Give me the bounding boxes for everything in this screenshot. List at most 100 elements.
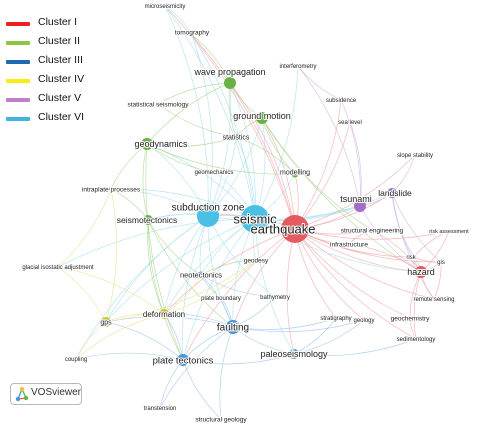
link-faulting-stratigraphy — [232, 317, 337, 330]
node-geology[interactable] — [362, 318, 366, 322]
link-earthquake-faulting — [232, 228, 296, 328]
link-earthquake-paleoseismology — [286, 228, 296, 355]
link-gps-intraplate — [105, 188, 118, 323]
link-geodynamics-statistics — [146, 136, 237, 147]
label-microseismicity: microseismicity — [145, 4, 186, 10]
link-seismic-deformation — [163, 218, 256, 315]
link-geodynamics-platetectonics — [145, 143, 184, 361]
node-infrastructure[interactable] — [347, 242, 351, 246]
node-neotectonics[interactable] — [197, 271, 205, 279]
label-seismotectonics: seismotectonics — [117, 215, 177, 225]
label-statseis: statistical seismology — [127, 101, 189, 108]
node-glacial[interactable] — [56, 265, 60, 269]
node-geodesy[interactable] — [254, 258, 258, 262]
node-seismic[interactable] — [241, 205, 269, 233]
label-gps: gps — [100, 319, 112, 326]
link-platetectonics-structgeology — [182, 359, 222, 420]
node-interferometry[interactable] — [296, 64, 300, 68]
node-landslide[interactable] — [387, 188, 397, 198]
legend-label: Cluster VI — [38, 111, 85, 123]
node-subsidence[interactable] — [339, 98, 343, 102]
node-hazard[interactable] — [415, 266, 427, 278]
node-earthquake[interactable] — [281, 215, 309, 243]
node-faulting[interactable] — [226, 320, 240, 334]
node-risk[interactable] — [412, 255, 416, 259]
link-gps-glacial — [57, 266, 107, 323]
node-structeng[interactable] — [370, 228, 374, 232]
label-faulting: faulting — [217, 323, 249, 334]
link-wave-geodynamics — [146, 82, 231, 145]
label-subduction: subduction zone — [172, 203, 245, 214]
node-platetectonics[interactable] — [177, 354, 189, 366]
legend-label: Cluster V — [38, 92, 82, 104]
label-slope: slope stability — [397, 153, 433, 159]
node-paleoseismology[interactable] — [289, 349, 299, 359]
node-bathymetry[interactable] — [273, 295, 277, 299]
link-earthquake-remote — [294, 228, 435, 300]
node-statseis[interactable] — [156, 102, 160, 106]
node-sedimentology[interactable] — [414, 337, 418, 341]
label-deformation: deformation — [143, 310, 185, 319]
node-seismotectonics[interactable] — [143, 215, 153, 225]
node-intraplate[interactable] — [109, 187, 113, 191]
label-riskassess: risk assessment — [429, 229, 469, 235]
link-earthquake-subsidence — [294, 99, 342, 230]
link-deformation-glacial — [57, 266, 165, 315]
node-tsunami[interactable] — [354, 200, 366, 212]
link-deformation-gps — [105, 313, 165, 323]
link-tomography-microseismicity — [164, 5, 193, 36]
node-subduction[interactable] — [197, 205, 219, 227]
node-deformation[interactable] — [159, 309, 169, 319]
label-seismic: seismic — [233, 212, 277, 227]
label-transtension: transtension — [144, 406, 177, 412]
node-wave[interactable] — [224, 77, 236, 89]
node-stratigraphy[interactable] — [334, 316, 338, 320]
link-subduction-microseismicity — [164, 5, 209, 217]
link-seismotectonics-neotectonics — [147, 219, 202, 276]
legend-swatch — [6, 41, 30, 45]
label-tomography: tomography — [175, 29, 210, 36]
label-tsunami: tsunami — [340, 194, 372, 204]
link-structeng-infrastructure — [348, 229, 373, 245]
link-interferometry-subsidence — [297, 65, 342, 101]
label-risk: risk — [406, 255, 416, 261]
vosviewer-label: VOSviewer — [31, 387, 82, 398]
node-geodynamics[interactable] — [141, 138, 153, 150]
node-transtension[interactable] — [158, 406, 162, 410]
node-gis[interactable] — [439, 260, 443, 264]
node-tomography[interactable] — [190, 33, 194, 37]
link-remote-gis — [433, 261, 442, 300]
label-geomechanics: geomechanics — [195, 170, 234, 176]
link-geodesy-neotectonics — [200, 259, 257, 276]
node-structgeology[interactable] — [219, 417, 223, 421]
node-coupling[interactable] — [74, 357, 78, 361]
label-neotectonics: neotectonics — [180, 271, 222, 280]
node-ground[interactable] — [256, 112, 268, 124]
link-faulting-transtension — [159, 326, 234, 409]
node-slope[interactable] — [413, 153, 417, 157]
node-statistics[interactable] — [232, 133, 240, 141]
node-sealevel[interactable] — [348, 120, 352, 124]
link-platetectonics-paleoseismology — [182, 353, 295, 365]
link-modelling-statistics — [235, 136, 296, 175]
link-subduction-ground — [207, 117, 263, 217]
legend-label: Cluster III — [38, 54, 83, 66]
node-gps[interactable] — [101, 317, 111, 327]
link-earthquake-platetectonics — [182, 228, 296, 361]
node-plateboundary[interactable] — [219, 296, 223, 300]
label-subsidence: subsidence — [326, 98, 357, 104]
label-statistics: statistics — [223, 134, 250, 141]
node-remote[interactable] — [432, 297, 436, 301]
label-interferometry: interferometry — [279, 64, 316, 70]
node-geomechanics[interactable] — [212, 170, 216, 174]
link-earthquake-wave — [229, 82, 296, 230]
label-platetectonics: plate tectonics — [153, 355, 214, 366]
link-subduction-platetectonics — [181, 215, 209, 361]
node-modelling[interactable] — [291, 170, 299, 178]
node-riskassess[interactable] — [447, 229, 451, 233]
node-geochemistry[interactable] — [408, 316, 412, 320]
link-seismotectonics-faulting — [147, 219, 234, 328]
node-microseismicity[interactable] — [163, 4, 167, 8]
